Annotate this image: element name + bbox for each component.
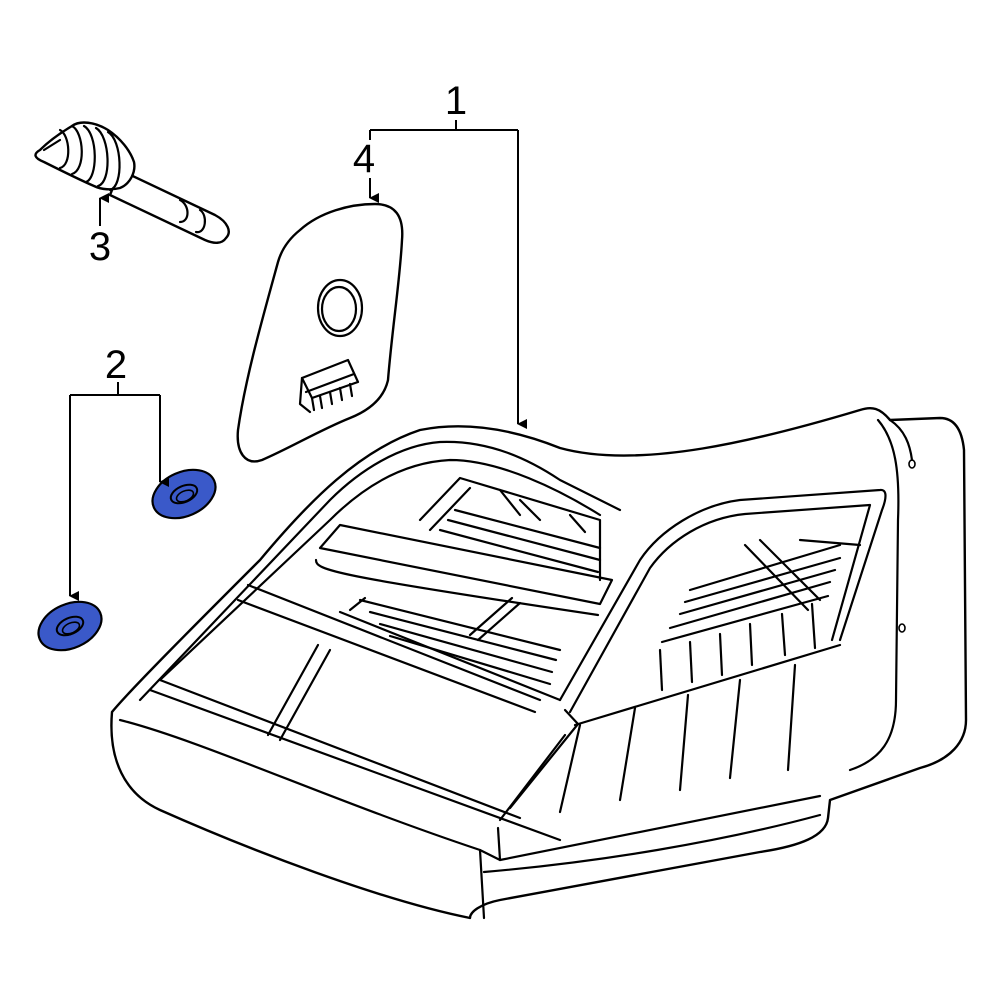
- grommet-upper: [151, 468, 217, 520]
- tail-lamp-assembly: [110, 406, 968, 920]
- callout-2: 2: [105, 343, 127, 387]
- callout-4: 4: [353, 137, 375, 181]
- callout-1: 1: [445, 79, 467, 123]
- callout-3: 3: [89, 225, 111, 269]
- grommet-lower: [37, 600, 103, 652]
- bulb: [34, 121, 230, 244]
- gasket: [236, 202, 404, 463]
- leader-lines: [69, 120, 527, 601]
